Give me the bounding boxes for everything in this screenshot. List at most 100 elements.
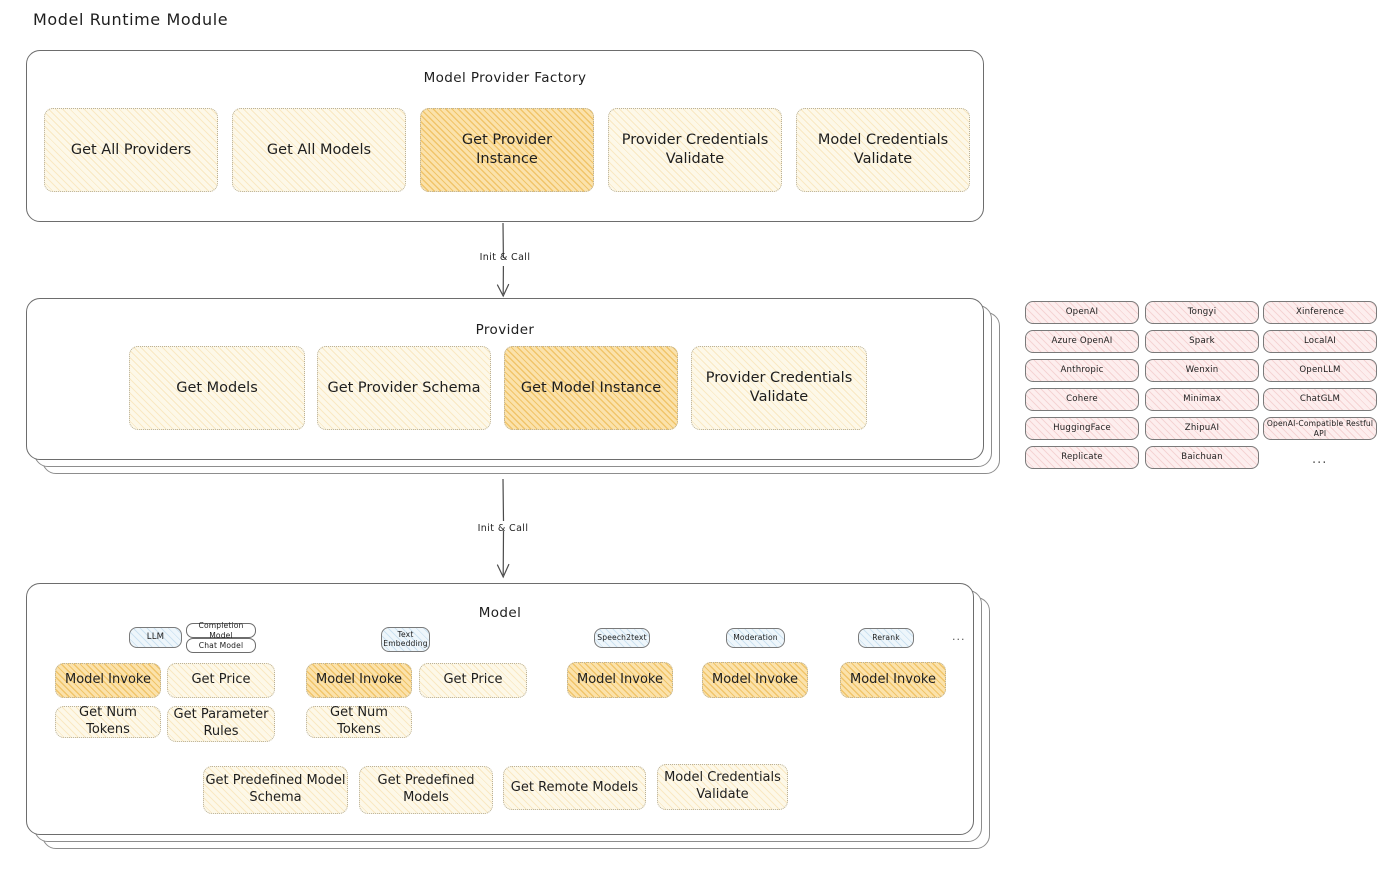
provider-chip-label: OpenLLM [1299,365,1341,375]
provider-chip-label: Xinference [1295,307,1345,317]
model-subchip-completion-model[interactable]: Completion Model [186,620,256,640]
node-label: Get Models [176,379,258,396]
provider-chip-label: Azure OpenAI [1051,336,1113,346]
node-model-invoke-rerank[interactable]: Model Invoke [840,662,946,698]
node-label: Get Predefined Models [377,773,475,805]
node-label: Model Invoke [65,672,151,688]
node-get-price-llm[interactable]: Get Price [167,663,275,698]
node-label: Model Invoke [577,671,663,687]
provider-chip-localai[interactable]: LocalAI [1263,330,1377,353]
model-types-more: ... [952,630,966,643]
node-label: Get Predefined Model Schema [205,773,346,805]
node-get-models[interactable]: Get Models [129,346,305,430]
node-label: Get Remote Models [510,779,639,795]
provider-chip-label: HuggingFace [1053,423,1111,433]
node-get-predefined-model-schema[interactable]: Get Predefined Model Schema [203,766,348,814]
node-model-credentials-validate[interactable]: Model Credentials Validate [796,108,970,192]
provider-chip-label: Anthropic [1060,365,1104,375]
node-label: Model Invoke [712,671,798,687]
model-type-chip-text-embedding[interactable]: Text Embedding [381,627,430,652]
node-get-model-instance[interactable]: Get Model Instance [504,346,678,430]
node-provider-credentials-validate-2[interactable]: Provider Credentials Validate [691,346,867,430]
provider-chip-baichuan[interactable]: Baichuan [1145,446,1259,469]
provider-chip-openllm[interactable]: OpenLLM [1263,359,1377,382]
node-get-all-models[interactable]: Get All Models [232,108,406,192]
arrow-factory-to-provider [496,222,510,298]
node-label: Model Credentials Validate [817,132,949,167]
provider-chip-label: Replicate [1061,452,1103,462]
node-label: Get Model Instance [520,379,662,396]
model-type-chip-rerank[interactable]: Rerank [858,628,914,648]
model-subchip-label: Completion Model [198,620,244,640]
model-subchip-label: Chat Model [198,640,244,650]
provider-chip-label: OpenAI-Compatible Restful API [1266,418,1374,438]
node-label: Model Credentials Validate [664,770,781,802]
model-subchip-chat-model[interactable]: Chat Model [186,638,256,653]
node-get-parameter-rules-llm[interactable]: Get Parameter Rules [167,706,275,742]
node-label: Get Price [191,672,251,688]
model-type-chip-llm[interactable]: LLM [129,627,182,648]
model-type-chip-moderation[interactable]: Moderation [726,628,785,648]
node-label: Get Num Tokens [79,705,137,737]
provider-chip-label: Cohere [1066,394,1098,404]
provider-chip-label: Spark [1189,336,1215,346]
model-type-label: Speech2text [597,633,647,643]
provider-chip-spark[interactable]: Spark [1145,330,1259,353]
provider-chip-minimax[interactable]: Minimax [1145,388,1259,411]
arrow-label-init-call-2: Init & Call [477,523,529,534]
provider-chip-azure-openai[interactable]: Azure OpenAI [1025,330,1139,353]
node-label: Provider Credentials Validate [621,132,769,167]
node-label: Model Invoke [850,671,936,687]
node-label: Get All Models [266,141,372,158]
model-type-label: Rerank [872,633,900,643]
provider-chip-label: Tongyi [1187,307,1217,317]
node-get-remote-models[interactable]: Get Remote Models [503,766,646,810]
node-get-provider-schema[interactable]: Get Provider Schema [317,346,491,430]
provider-chip-replicate[interactable]: Replicate [1025,446,1139,469]
provider-chip-label: ZhipuAI [1184,423,1220,433]
model-type-label: Text Embedding [383,629,428,648]
node-provider-credentials-validate[interactable]: Provider Credentials Validate [608,108,782,192]
model-type-label: Moderation [733,633,778,643]
provider-chip-label: Baichuan [1181,452,1223,462]
arrow-label-init-call-1: Init & Call [479,252,531,263]
node-get-num-tokens-text-embedding[interactable]: Get Num Tokens [306,705,412,738]
node-get-predefined-models[interactable]: Get Predefined Models [359,766,493,814]
provider-chip-label: ChatGLM [1299,394,1341,404]
provider-chip-chatglm[interactable]: ChatGLM [1263,388,1377,411]
node-label: Get All Providers [70,141,192,158]
provider-chip-tongyi[interactable]: Tongyi [1145,301,1259,324]
node-model-credentials-validate-model[interactable]: Model Credentials Validate [657,764,788,810]
node-model-invoke-moderation[interactable]: Model Invoke [702,662,808,698]
node-model-invoke-text-embedding[interactable]: Model Invoke [306,663,412,698]
node-label: Get Provider Schema [327,379,481,396]
provider-chip-xinference[interactable]: Xinference [1263,301,1377,324]
model-type-chip-speech2text[interactable]: Speech2text [594,628,650,648]
provider-chip-label: Wenxin [1185,365,1219,375]
provider-chip-anthropic[interactable]: Anthropic [1025,359,1139,382]
provider-chip-label: LocalAI [1303,336,1337,346]
provider-chip-wenxin[interactable]: Wenxin [1145,359,1259,382]
provider-chip-huggingface[interactable]: HuggingFace [1025,417,1139,440]
provider-chip-label: Minimax [1183,394,1221,404]
node-get-price-text-embedding[interactable]: Get Price [419,663,527,698]
node-label: Get Price [443,672,503,688]
node-model-invoke-llm[interactable]: Model Invoke [55,663,161,698]
page-title: Model Runtime Module [33,10,229,29]
provider-chip-openai[interactable]: OpenAI [1025,301,1139,324]
node-model-invoke-speech2text[interactable]: Model Invoke [567,662,673,698]
node-get-provider-instance[interactable]: Get Provider Instance [420,108,594,192]
provider-title: Provider [475,322,535,338]
model-title: Model [478,605,522,621]
model-provider-factory-title: Model Provider Factory [423,70,587,86]
provider-chip-label: OpenAI [1065,307,1099,317]
provider-chip-zhipuai[interactable]: ZhipuAI [1145,417,1259,440]
provider-chip-openai-compatible-restful-api[interactable]: OpenAI-Compatible Restful API [1263,417,1377,440]
node-get-all-providers[interactable]: Get All Providers [44,108,218,192]
arrow-provider-to-model [496,478,510,579]
node-get-num-tokens-llm[interactable]: Get Num Tokens [55,705,161,738]
model-panel: Model [26,583,974,835]
node-label: Get Num Tokens [330,705,388,737]
provider-chip-cohere[interactable]: Cohere [1025,388,1139,411]
provider-list-more: ... [1312,452,1328,467]
